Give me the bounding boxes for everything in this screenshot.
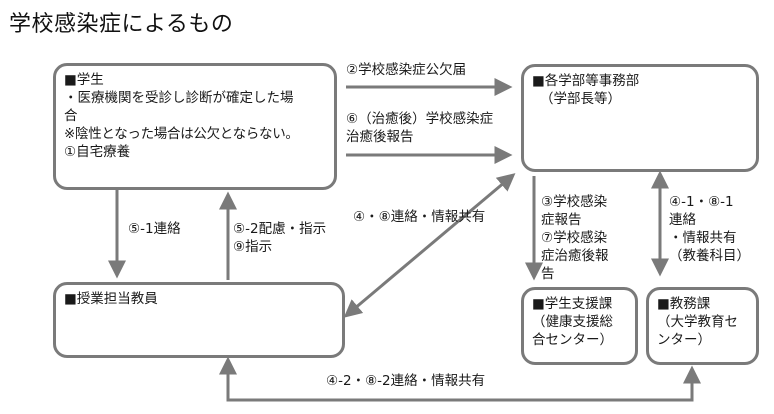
arrow-e4-8 — [343, 173, 516, 318]
edge-label-line: ⑤-1連絡 — [128, 221, 181, 237]
edge-label-line: ④・⑧連絡・情報共有 — [353, 209, 486, 225]
node-line: （健康支援総 — [532, 314, 613, 330]
edge-label-line: 連絡 — [669, 212, 696, 228]
edge-label-line: 症報告 — [541, 212, 582, 228]
edge-label-line: ②学校感染症公欠届 — [346, 62, 467, 78]
node-faculty-office: ■各学部等事務部 （学部長等） — [521, 64, 759, 172]
node-heading: ■各学部等事務部 — [532, 73, 640, 89]
edge-label-line: ⑤-2配慮・指示 — [233, 221, 327, 237]
edge-label-line: 治癒後報告 — [346, 129, 414, 145]
edge-label-line: ④-2・⑧-2連絡・情報共有 — [326, 373, 486, 389]
edge-label-e4-1: ④-1・⑧-1 連絡 ・情報共有 （教養科目） — [669, 193, 750, 265]
edge-label-line: ⑥（治癒後）学校感染症 — [346, 111, 494, 127]
node-heading: ■教務課 — [657, 296, 711, 312]
node-heading: ■授業担当教員 — [64, 291, 158, 307]
node-line: ①自宅療養 — [64, 144, 131, 160]
node-line: 合 — [64, 108, 78, 124]
edge-label-line: （教養科目） — [669, 248, 750, 264]
node-line: （大学教育セ — [657, 314, 738, 330]
edge-label-e4-8: ④・⑧連絡・情報共有 — [353, 208, 485, 226]
node-line: 合センター） — [532, 332, 613, 348]
edge-label-line: ⑨指示 — [233, 239, 273, 255]
node-heading: ■学生支援課 — [532, 296, 613, 312]
edge-label-e3-7: ③学校感染 症報告 ⑦学校感染 症治癒後報 告 — [541, 193, 609, 283]
edge-label-line: ⑦学校感染 — [541, 230, 608, 246]
edge-label-line: 症治癒後報 — [541, 248, 609, 264]
edge-label-line: ・情報共有 — [669, 230, 737, 246]
edge-label-line: 告 — [541, 266, 555, 282]
edge-label-line: ③学校感染 — [541, 194, 608, 210]
node-line: ンター） — [657, 332, 711, 348]
node-line: ※陰性となった場合は公欠とならない。 — [64, 126, 299, 142]
node-student-support: ■学生支援課 （健康支援総 合センター） — [521, 287, 638, 365]
node-teacher: ■授業担当教員 — [53, 282, 345, 358]
diagram-title: 学校感染症によるもの — [9, 12, 234, 37]
edge-label-e5-2: ⑤-2配慮・指示 ⑨指示 — [233, 220, 326, 256]
edge-label-e4-2: ④-2・⑧-2連絡・情報共有 — [326, 372, 485, 390]
edge-label-e6: ⑥（治癒後）学校感染症 治癒後報告 — [346, 110, 493, 146]
edge-label-line: ④-1・⑧-1 — [669, 194, 734, 210]
edge-label-e5-1: ⑤-1連絡 — [128, 220, 181, 238]
node-student: ■学生 ・医療機関を受診し診断が確定した場 合 ※陰性となった場合は公欠とならな… — [53, 63, 337, 190]
node-heading: ■学生 — [64, 72, 104, 88]
arrow-e4-2 — [219, 356, 701, 402]
node-line: （学部長等） — [540, 91, 621, 107]
edge-label-e2: ②学校感染症公欠届 — [346, 61, 466, 79]
node-academic-affairs: ■教務課 （大学教育セ ンター） — [646, 287, 759, 365]
node-line: ・医療機関を受診し診断が確定した場 — [64, 90, 294, 106]
